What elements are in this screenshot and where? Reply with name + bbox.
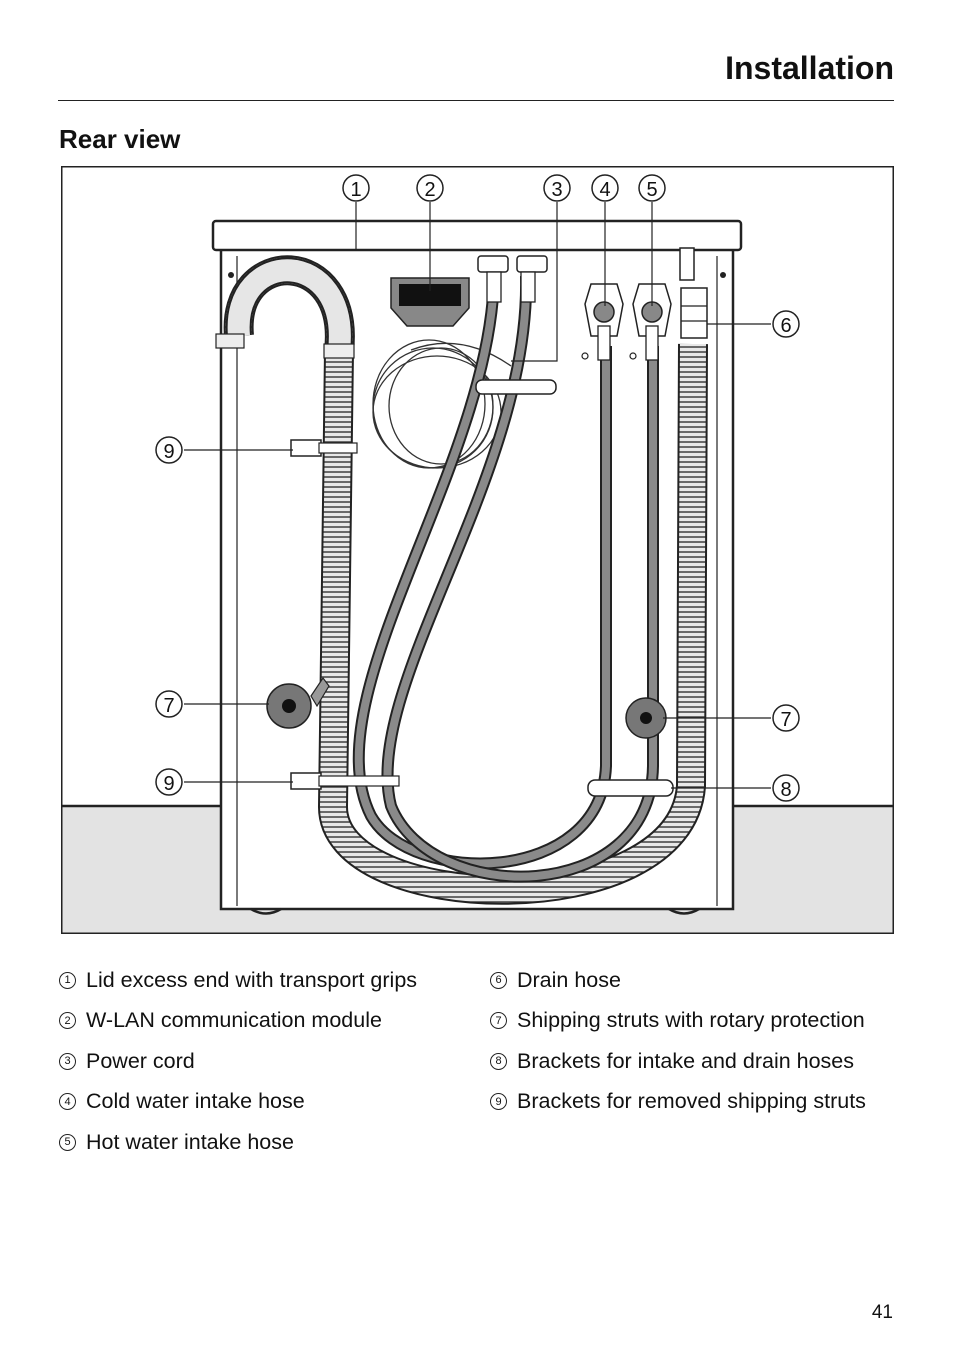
callout-9-lower: 9: [155, 768, 183, 796]
legend-text: Cold water intake hose: [86, 1089, 305, 1114]
legend-number: 3: [59, 1052, 76, 1070]
legend-number: 2: [59, 1012, 76, 1030]
legend-number: 1: [59, 971, 76, 989]
section-title: Rear view: [59, 124, 181, 154]
legend-text: Power cord: [86, 1048, 195, 1073]
shipping-strut-right: [625, 697, 667, 739]
callout-6: 6: [772, 310, 800, 338]
legend-number: 9: [490, 1093, 507, 1111]
callout-4: 4: [591, 174, 619, 202]
svg-text:7: 7: [163, 695, 174, 717]
svg-text:2: 2: [424, 179, 435, 201]
legend-text: Brackets for intake and drain hoses: [517, 1048, 855, 1073]
legend-item: 4 Cold water intake hose: [59, 1082, 417, 1123]
legend-item: 6 Drain hose: [490, 960, 866, 1001]
legend-text: W-LAN communication module: [86, 1008, 382, 1033]
svg-text:7: 7: [780, 709, 791, 731]
shipping-strut-left: [266, 676, 330, 729]
legend-item: 5 Hot water intake hose: [59, 1122, 417, 1163]
callout-8: 8: [772, 774, 800, 802]
svg-text:6: 6: [780, 315, 791, 337]
rear-view-diagram: 1 2 3 4 5 6 7 7 8 9 9: [61, 166, 894, 934]
cold-water-valve: [581, 283, 624, 361]
callout-7-right: 7: [772, 704, 800, 732]
callout-9-upper: 9: [155, 436, 183, 464]
svg-text:9: 9: [163, 773, 174, 795]
legend-number: 7: [490, 1012, 507, 1030]
power-cord-coil: [372, 339, 512, 469]
legend-left-column: 1 Lid excess end with transport grips 2 W-…: [59, 960, 417, 1163]
legend-item: 1 Lid excess end with transport grips: [59, 960, 417, 1001]
callout-3: 3: [543, 174, 571, 202]
page-header-title: Installation: [725, 50, 894, 86]
callout-leaders: [184, 202, 771, 789]
legend-text: Drain hose: [517, 967, 621, 992]
legend-text: Hot water intake hose: [86, 1129, 294, 1154]
legend-text: Brackets for removed shipping struts: [517, 1089, 866, 1114]
legend-number: 5: [59, 1133, 76, 1151]
page-number: 41: [871, 1302, 893, 1323]
svg-text:4: 4: [599, 179, 610, 201]
hook-bracket: [679, 247, 695, 281]
svg-text:1: 1: [350, 179, 361, 201]
svg-text:8: 8: [780, 779, 791, 801]
svg-text:3: 3: [551, 179, 562, 201]
machine-foot: [250, 907, 282, 915]
callout-2: 2: [416, 174, 444, 202]
header-divider: [58, 100, 894, 101]
strut-bracket-lower: [290, 772, 400, 790]
legend-item: 9 Brackets for removed shipping struts: [490, 1082, 866, 1123]
machine-lid: [211, 219, 743, 252]
legend-number: 4: [59, 1093, 76, 1111]
hot-water-valve: [629, 283, 672, 361]
svg-text:9: 9: [163, 441, 174, 463]
callout-1: 1: [342, 174, 370, 202]
machine-foot: [668, 907, 700, 915]
screw: [720, 272, 726, 278]
screw: [228, 272, 234, 278]
legend-item: 7 Shipping struts with rotary protection: [490, 1001, 866, 1042]
legend-number: 6: [490, 971, 507, 989]
legend-text: Shipping struts with rotary protection: [517, 1008, 865, 1033]
strut-bracket-upper: [290, 439, 358, 457]
hose-bracket: [587, 779, 674, 797]
drain-hose: [215, 255, 708, 905]
wlan-module-front: [399, 284, 461, 306]
legend-number: 8: [490, 1052, 507, 1070]
legend-item: 3 Power cord: [59, 1041, 417, 1082]
callout-7-left: 7: [155, 690, 183, 718]
svg-text:5: 5: [646, 179, 657, 201]
cord-clip: [475, 379, 557, 395]
callout-5: 5: [638, 174, 666, 202]
figure-frame: [61, 166, 894, 934]
legend-item: 2 W-LAN communication module: [59, 1001, 417, 1042]
legend-right-column: 6 Drain hose 7 Shipping struts with rotary…: [490, 960, 866, 1122]
legend-item: 8 Brackets for intake and drain hoses: [490, 1041, 866, 1082]
legend-text: Lid excess end with transport grips: [86, 967, 418, 992]
intake-hoses: [352, 255, 659, 883]
